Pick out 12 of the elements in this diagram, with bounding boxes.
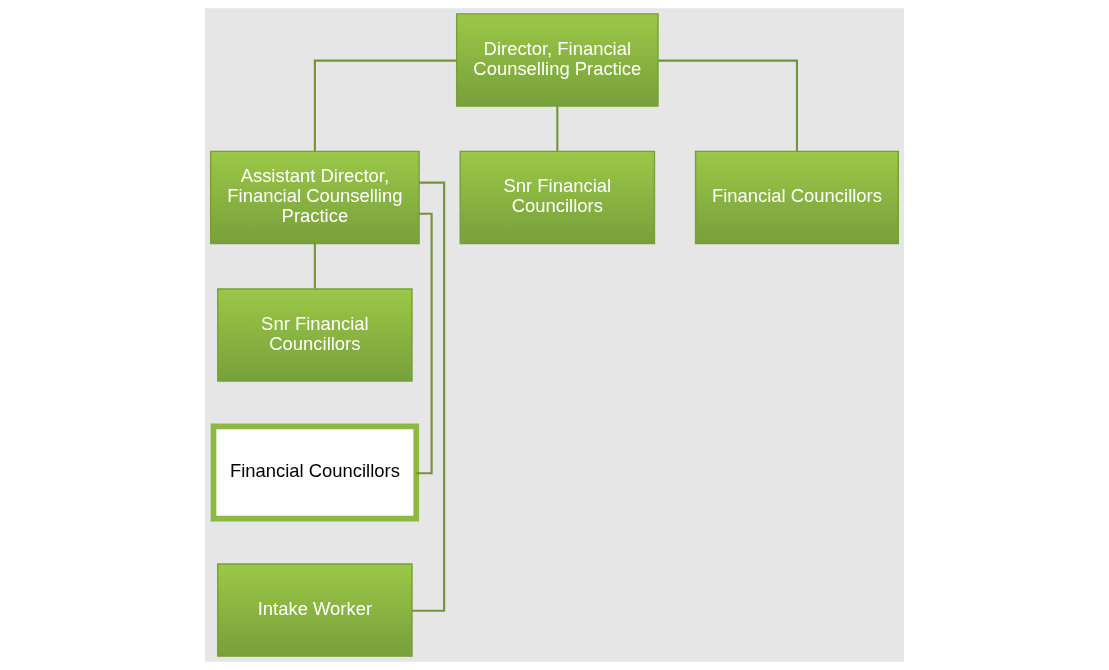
connector	[313, 243, 316, 289]
node-box: Snr Financial Councillors	[459, 150, 656, 245]
connector	[412, 181, 446, 612]
node-box: Assistant Director, Financial Counselling Practice	[209, 150, 420, 245]
node-box: Director, Financial Counselling Practice	[455, 13, 659, 107]
node-box: Financial Councillors	[210, 423, 420, 522]
node-box: Intake Worker	[217, 563, 413, 657]
connector	[556, 106, 559, 152]
connector	[313, 59, 457, 152]
node-box: Snr Financial Councillors	[217, 288, 413, 382]
node-box: Financial Councillors	[694, 150, 900, 245]
connector	[658, 59, 798, 152]
